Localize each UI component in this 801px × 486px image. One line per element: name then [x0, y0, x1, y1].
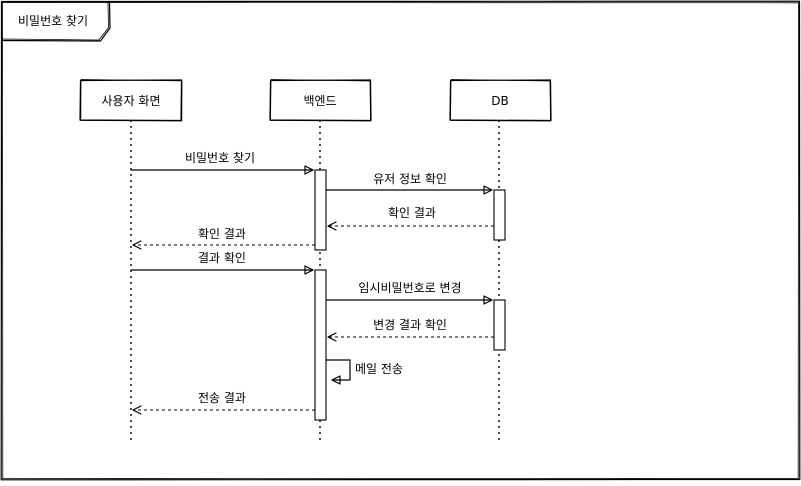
participant-db: DB [449, 79, 552, 122]
message-check-result-user: 확인 결과 [132, 227, 315, 250]
frame-title-tab: 비밀번호 찾기 [0, 0, 111, 42]
message-send-result: 전송 결과 [132, 391, 315, 415]
message-send-mail: 메일 전송 [325, 359, 403, 385]
message-find-password: 비밀번호 찾기 [130, 151, 314, 175]
message-temp-password-change: 임시비밀번호로 변경 [325, 281, 493, 305]
message-check-user-info: 유저 정보 확인 [325, 172, 493, 195]
message-check-result-db: 확인 결과 [327, 206, 494, 231]
message-label-temp-password-change: 임시비밀번호로 변경 [358, 281, 461, 295]
activation-backend-1 [314, 169, 327, 251]
message-label-send-mail: 메일 전송 [355, 362, 403, 376]
message-label-send-result: 전송 결과 [198, 391, 246, 405]
participant-label-backend: 백엔드 [303, 94, 336, 108]
message-label-change-result-check: 변경 결과 확인 [373, 318, 447, 332]
message-change-result-check: 변경 결과 확인 [327, 318, 494, 342]
activation-db-1 [493, 189, 506, 241]
message-label-result-check: 결과 확인 [198, 251, 246, 265]
participant-backend: 백엔드 [269, 79, 372, 122]
participant-user-screen: 사용자 화면 [79, 79, 183, 122]
message-label-check-result-db: 확인 결과 [388, 206, 436, 220]
message-label-check-result-user: 확인 결과 [198, 227, 246, 241]
activation-backend-2 [314, 269, 327, 421]
activation-db-2 [493, 299, 506, 351]
message-result-check: 결과 확인 [130, 251, 314, 275]
frame-title: 비밀번호 찾기 [18, 14, 88, 28]
participant-label-db: DB [491, 94, 508, 108]
message-label-check-user-info: 유저 정보 확인 [373, 172, 447, 186]
participant-label-user-screen: 사용자 화면 [101, 94, 160, 108]
message-label-find-password: 비밀번호 찾기 [185, 151, 255, 165]
